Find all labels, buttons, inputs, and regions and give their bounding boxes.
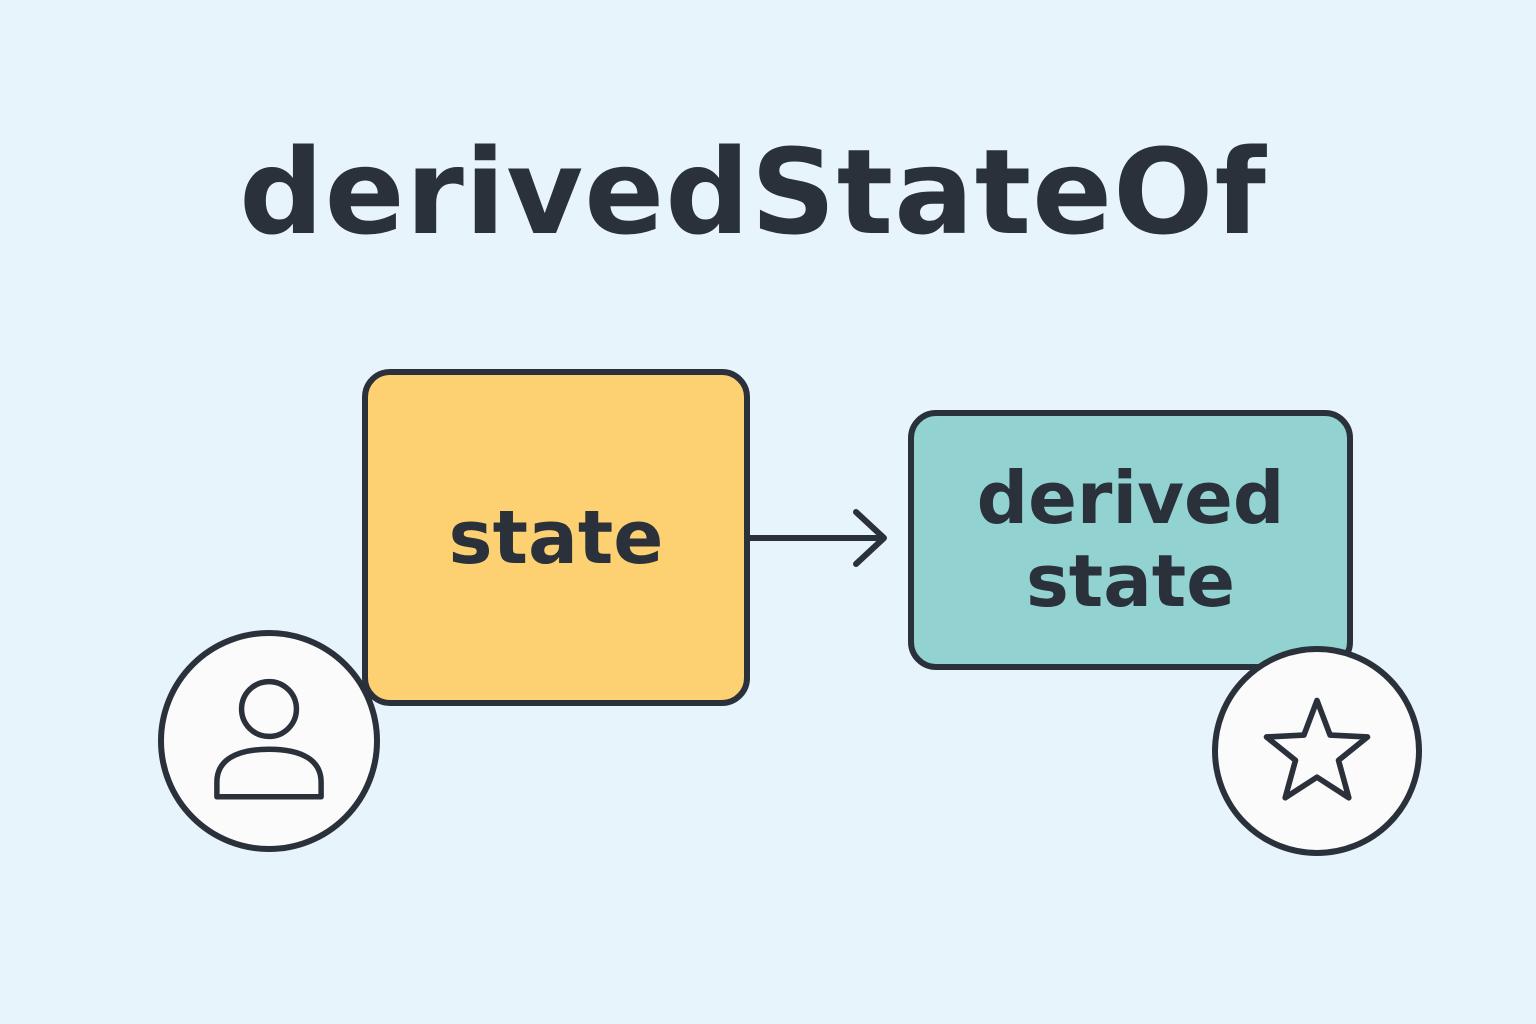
derived-state-node: derived state <box>908 410 1353 670</box>
star-icon <box>1263 697 1371 801</box>
user-icon <box>214 678 324 800</box>
derived-node-label-line2: state <box>1025 539 1236 623</box>
state-node-label: state <box>448 494 664 581</box>
diagram-title: derivedStateOf <box>239 123 1267 261</box>
derived-node-label-line1: derived <box>976 456 1285 541</box>
star-badge <box>1212 646 1422 856</box>
state-node: state <box>362 369 750 706</box>
arrow-right-icon <box>748 509 887 567</box>
user-badge <box>158 630 380 852</box>
